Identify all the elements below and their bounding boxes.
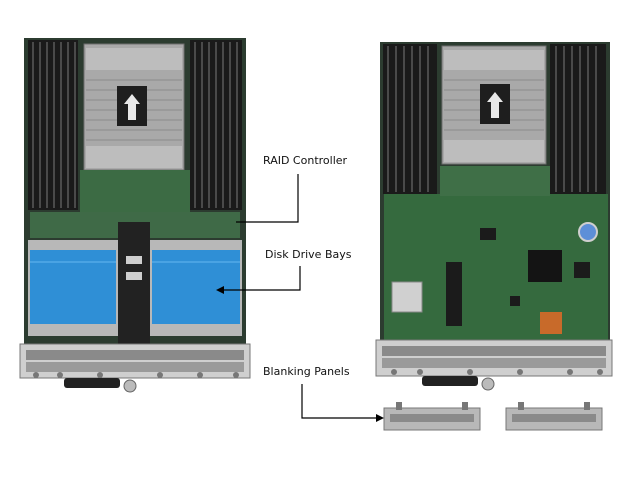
raid-controller-callout: RAID Controller xyxy=(236,154,348,223)
raid-controller-label: RAID Controller xyxy=(263,154,348,167)
chipset xyxy=(528,250,562,282)
battery xyxy=(578,222,598,242)
right-handle xyxy=(422,376,478,386)
left-drive-bay-1 xyxy=(28,240,118,336)
connector-orange xyxy=(540,312,562,334)
left-heatsink xyxy=(83,43,185,171)
left-dimm-bank-left xyxy=(28,40,78,210)
disk-arrowhead-icon xyxy=(216,286,224,294)
mezzanine-connector xyxy=(446,262,462,326)
raid-leader-line xyxy=(236,174,299,223)
left-handle xyxy=(64,378,120,388)
blanking-panel-right xyxy=(505,402,603,431)
left-dimm-bank-right xyxy=(190,40,242,210)
left-blade xyxy=(19,38,251,393)
right-blade xyxy=(375,42,613,391)
drive-divider xyxy=(118,222,150,344)
right-heatsink xyxy=(441,45,547,165)
disk-drive-bays-callout: Disk Drive Bays xyxy=(216,248,352,294)
blanking-arrowhead-icon xyxy=(376,414,384,422)
right-dimm-bank-left xyxy=(383,44,437,194)
left-motherboard-area xyxy=(80,170,190,212)
left-drive-bay-2 xyxy=(150,240,242,336)
right-dimm-bank-right xyxy=(550,44,606,194)
usb-port xyxy=(391,281,423,313)
disk-drive-bays-label: Disk Drive Bays xyxy=(265,248,352,261)
left-front-bezel xyxy=(19,343,251,393)
blanking-panel-left xyxy=(383,402,481,431)
right-front-bezel xyxy=(375,339,613,391)
blanking-panels-label: Blanking Panels xyxy=(263,365,350,378)
blanking-leader-line xyxy=(301,384,378,419)
blanking-panels-callout: Blanking Panels xyxy=(263,365,384,422)
disk-leader-line xyxy=(222,266,301,291)
right-motherboard xyxy=(384,194,608,340)
